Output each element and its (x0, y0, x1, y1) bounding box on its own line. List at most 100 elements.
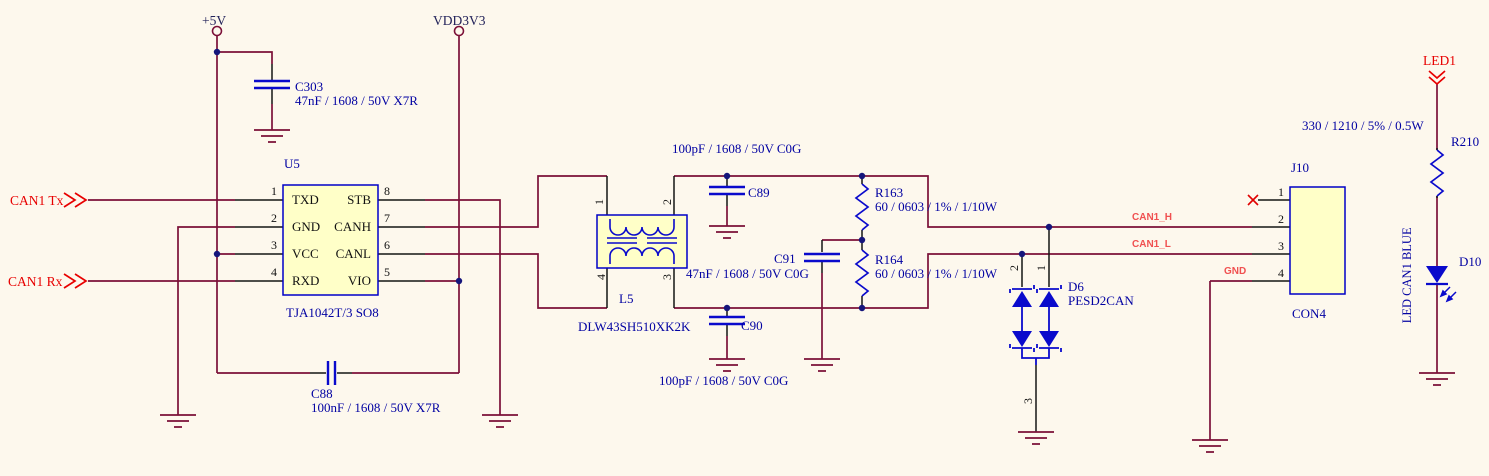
u5-body[interactable] (282, 184, 379, 296)
u5-pin-name-vcc: VCC (292, 246, 319, 261)
l5-pin-num-1: 1 (592, 199, 606, 205)
l5-body[interactable] (596, 214, 688, 269)
can1-rx-chevron-icon[interactable] (63, 273, 88, 289)
d6-bottom-link (1021, 348, 1050, 365)
u5-ref: U5 (284, 156, 300, 171)
l5-core (607, 237, 677, 244)
wire-stb (425, 199, 501, 415)
power-port-vdd3v3-circle[interactable] (453, 25, 465, 37)
wire-can1l-row (674, 253, 1252, 309)
d6-mid-links (1021, 307, 1050, 331)
d6-diode-bl (1012, 331, 1032, 347)
port-can1-rx[interactable]: CAN1 Rx (8, 274, 63, 289)
l5-ref: L5 (619, 291, 634, 306)
d6-diode-tr (1039, 291, 1059, 307)
c90-value: 100pF / 1608 / 50V C0G (659, 373, 789, 388)
ground-c90[interactable] (709, 358, 745, 372)
l5-stubs (606, 176, 675, 308)
d6-diode-tl (1012, 291, 1032, 307)
l5-windings (607, 219, 677, 264)
power-port-5v-circle[interactable] (211, 25, 223, 37)
u5-pin-num-3: 3 (271, 238, 277, 252)
ground-d10[interactable] (1419, 372, 1455, 386)
j10-stubs (1252, 199, 1290, 282)
d6-symbol[interactable] (1009, 285, 1062, 365)
ground-u5gnd[interactable] (160, 414, 196, 428)
no-connect-x-icon (1247, 194, 1259, 206)
c90-plates[interactable] (709, 315, 745, 326)
u5-pin-num-6: 6 (384, 238, 390, 252)
c89-plates[interactable] (709, 185, 745, 196)
j10-body[interactable] (1289, 186, 1346, 295)
j10-part: CON4 (1292, 306, 1326, 321)
junction-dots (213, 48, 1053, 312)
capacitor-plates[interactable] (254, 79, 840, 385)
r163-zigzag[interactable] (854, 183, 870, 231)
ground-c91[interactable] (804, 358, 840, 372)
wire-canl (425, 253, 607, 309)
d10-ref: D10 (1459, 254, 1482, 269)
port-can1-tx[interactable]: CAN1 Tx (10, 193, 64, 208)
r210-zigzag[interactable] (1429, 149, 1445, 197)
net-label-can1-h: CAN1_H (1132, 212, 1173, 223)
d10-symbol[interactable] (1426, 266, 1457, 303)
d6-ref: D6 (1068, 279, 1084, 294)
can1-tx-chevron-icon[interactable] (63, 192, 88, 208)
u5-pin-name-rxd: RXD (292, 273, 320, 288)
c88-plates[interactable] (326, 361, 337, 385)
c91-value: 47nF / 1608 / 50V C0G (686, 266, 809, 281)
c88-value: 100nF / 1608 / 50V X7R (311, 400, 441, 415)
r163-value: 60 / 0603 / 1% / 1/10W (875, 199, 998, 214)
c89-ref: C89 (748, 185, 770, 200)
r163-ref: R163 (875, 185, 904, 200)
ground-c89[interactable] (709, 225, 745, 239)
ground-d6[interactable] (1018, 431, 1054, 445)
wire-can1h-row (674, 175, 1252, 228)
u5-part: TJA1042T/3 SO8 (286, 305, 379, 320)
pin-stubs (235, 64, 1438, 432)
wire-u5-gnd (177, 226, 235, 415)
c303-plates[interactable] (254, 79, 290, 90)
r164-zigzag[interactable] (854, 249, 870, 297)
u5-symbol[interactable] (282, 184, 379, 296)
ground-stb[interactable] (482, 414, 518, 428)
resistors[interactable] (854, 149, 1445, 297)
r210-value: 330 / 1210 / 5% / 0.5W (1302, 118, 1424, 133)
j10-ref: J10 (1291, 160, 1310, 175)
port-led1[interactable]: LED1 (1423, 53, 1456, 68)
j10-pin-num-3: 3 (1278, 239, 1284, 253)
j10-pin-num-2: 2 (1278, 212, 1284, 226)
ground-c303[interactable] (254, 129, 290, 143)
d6-diode-br (1039, 331, 1059, 347)
u5-pin-num-2: 2 (271, 211, 277, 225)
l5-symbol[interactable] (596, 214, 688, 269)
ground-symbols[interactable] (160, 129, 1455, 453)
wire-canh (425, 175, 607, 228)
net-label-can1-l: CAN1_L (1132, 239, 1171, 250)
d6-part: PESD2CAN (1068, 293, 1134, 308)
power-ports[interactable] (211, 25, 465, 37)
port-chevrons[interactable] (63, 70, 1446, 289)
l5-part: DLW43SH510XK2K (578, 319, 691, 334)
ground-j10[interactable] (1192, 439, 1228, 453)
d6-pin-num-1: 1 (1034, 265, 1048, 271)
r210-ref: R210 (1451, 134, 1480, 149)
l5-pin-num-2: 2 (660, 199, 674, 205)
power-label-5v: +5V (202, 13, 227, 28)
u5-pin-num-1: 1 (271, 184, 277, 198)
c91-plates[interactable] (804, 252, 840, 263)
u5-pin-num-4: 4 (271, 265, 277, 279)
c89-value: 100pF / 1608 / 50V C0G (672, 141, 802, 156)
d6-bar-tr (1036, 285, 1062, 293)
j10-symbol[interactable] (1247, 186, 1346, 295)
wire-5v-c303-branch (217, 51, 273, 64)
d6-bar-tl (1009, 285, 1035, 293)
led1-chevron-icon[interactable] (1428, 70, 1446, 86)
u5-pin-num-7: 7 (384, 211, 390, 225)
r164-ref: R164 (875, 252, 904, 267)
u5-pin-name-canh: CANH (334, 219, 371, 234)
l5-pin-num-4: 4 (594, 274, 608, 280)
u5-left-stubs (235, 199, 283, 282)
